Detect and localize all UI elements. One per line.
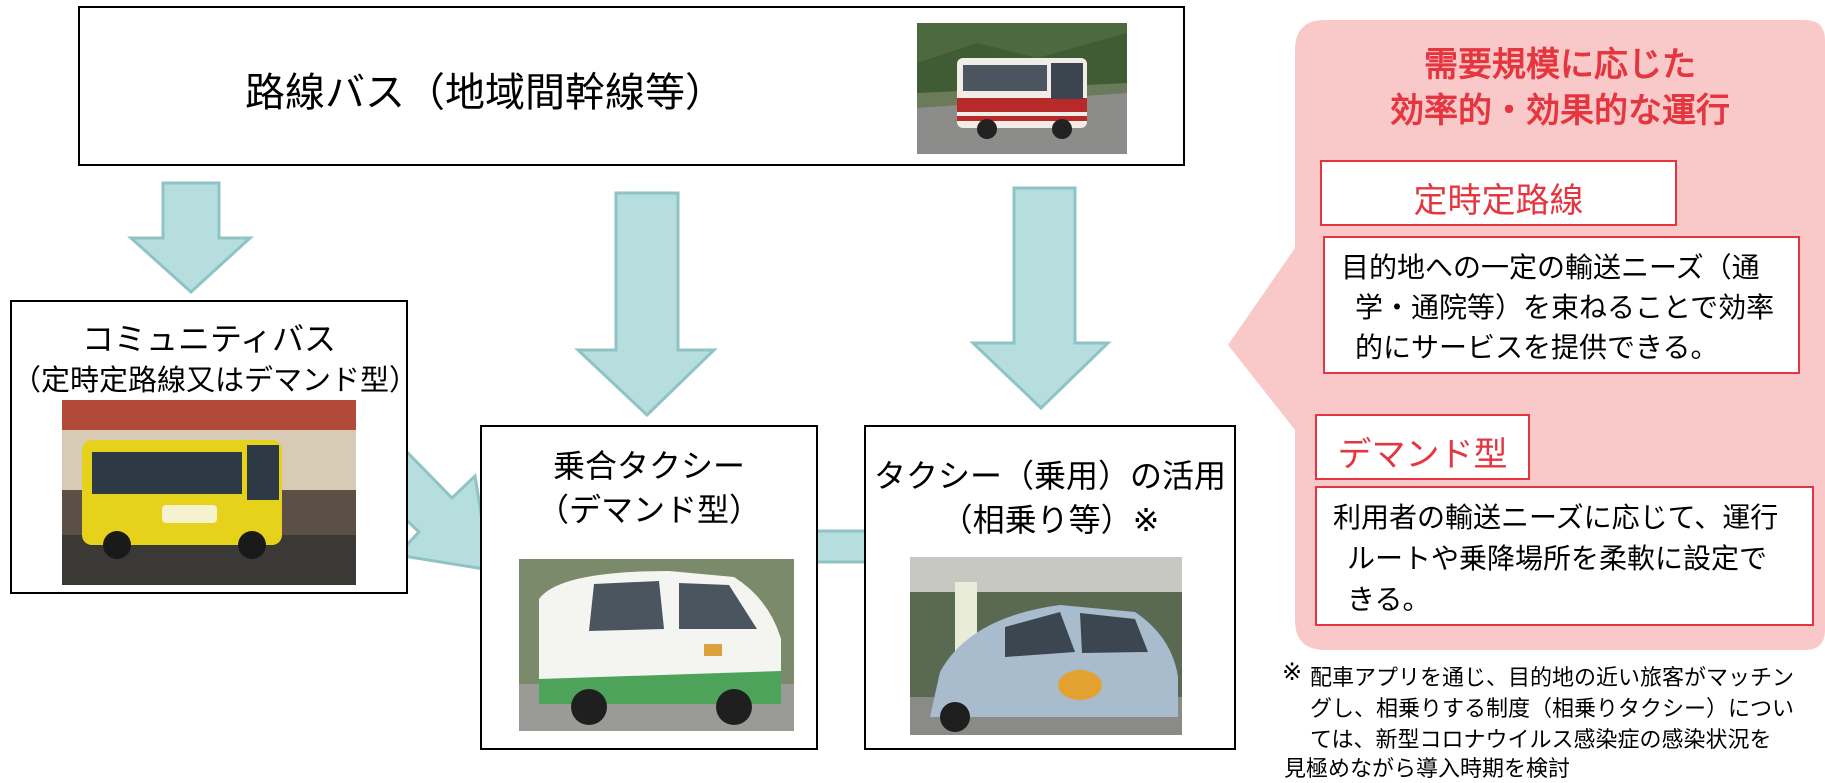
demand-desc-line1: 利用者の輸送ニーズに応じて、運行 — [1333, 501, 1779, 534]
demand-label: デマンド型 — [1337, 435, 1508, 475]
shared-taxi-line1: 乗合タクシー — [552, 447, 745, 485]
fixed-route-desc-line2: 学・通院等）を束ねることで効率 — [1355, 291, 1775, 324]
demand-desc-box: 利用者の輸送ニーズに応じて、運行 ルートや乗降場所を柔軟に設定で きる。 — [1315, 486, 1814, 626]
arrow-down-left — [127, 181, 254, 295]
demand-desc-line2: ルートや乗降場所を柔軟に設定で — [1347, 542, 1768, 575]
arrow-down-center — [574, 191, 718, 418]
note-line4: 見極めながら導入時期を検討 — [1284, 757, 1571, 782]
note-mark: ※ — [1282, 658, 1303, 686]
note-line1: 配車アプリを通じ、目的地の近い旅客がマッチン — [1310, 666, 1795, 691]
fixed-route-desc-box: 目的地への一定の輸送ニーズ（通 学・通院等）を束ねることで効率 的にサービスを提… — [1323, 236, 1800, 374]
arrow-down-right — [969, 186, 1112, 411]
shared-taxi-box: 乗合タクシー （デマンド型） — [480, 425, 818, 750]
route-bus-title: 路線バス（地域間幹線等） — [245, 70, 725, 116]
taxi-line1: タクシー（乗用）の活用 — [873, 457, 1226, 495]
community-bus-line1: コミュニティバス — [81, 320, 337, 358]
side-title-line2: 効率的・効果的な運行 — [1390, 91, 1730, 131]
route-bus-box: 路線バス（地域間幹線等） — [78, 6, 1185, 166]
shared-taxi-line2: （デマンド型） — [536, 491, 761, 529]
fixed-route-label: 定時定路線 — [1413, 181, 1584, 221]
taxi-photo — [910, 557, 1182, 735]
community-bus-photo — [62, 400, 356, 585]
fixed-route-desc-line3: 的にサービスを提供できる。 — [1355, 331, 1719, 364]
route-bus-photo — [917, 23, 1127, 154]
side-title-line1: 需要規模に応じた — [1424, 45, 1696, 85]
demand-label-box: デマンド型 — [1315, 414, 1530, 480]
note-line2: グし、相乗りする制度（相乗りタクシー）につい — [1310, 697, 1795, 722]
shared-taxi-photo — [519, 559, 794, 731]
community-bus-box: コミュニティバス （定時定路線又はデマンド型） — [10, 300, 419, 594]
note-line3: ては、新型コロナウイルス感染症の感染状況を — [1310, 728, 1772, 753]
fixed-route-label-box: 定時定路線 — [1320, 160, 1677, 226]
fixed-route-desc-line1: 目的地への一定の輸送ニーズ（通 — [1341, 251, 1760, 284]
taxi-box: タクシー（乗用）の活用 （相乗り等）※ — [864, 425, 1236, 750]
community-bus-line2: （定時定路線又はデマンド型） — [12, 363, 419, 397]
taxi-line2: （相乗り等）※ — [940, 501, 1160, 539]
demand-desc-line3: きる。 — [1347, 583, 1431, 616]
